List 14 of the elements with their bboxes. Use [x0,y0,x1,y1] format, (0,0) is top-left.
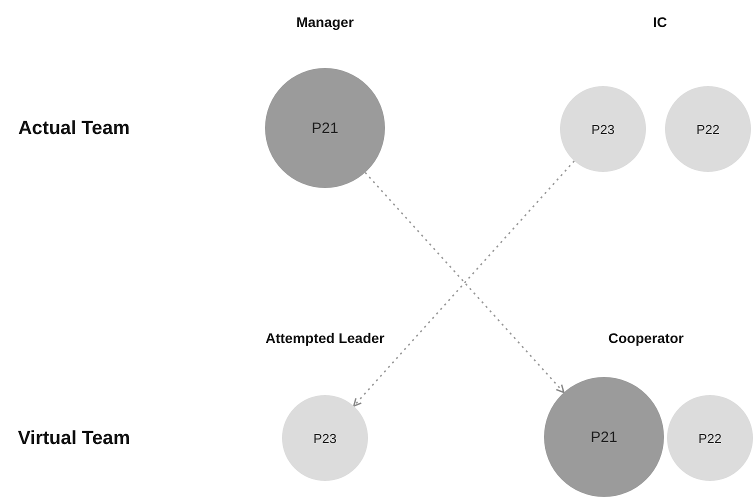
arrow [353,160,575,407]
row-heading: Actual Team [18,118,130,140]
node-label: P21 [312,120,338,136]
node-label: P22 [696,122,720,136]
column-heading: Cooperator [608,330,684,346]
node-label: P21 [590,428,618,446]
arrow [364,172,564,394]
column-heading: Attempted Leader [265,330,385,346]
node-label: P22 [698,430,722,446]
row-heading: Virtual Team [18,428,130,450]
column-heading: Manager [296,14,354,30]
node-label: P23 [313,430,337,446]
column-heading: IC [653,14,667,30]
node-label: P23 [591,122,615,136]
